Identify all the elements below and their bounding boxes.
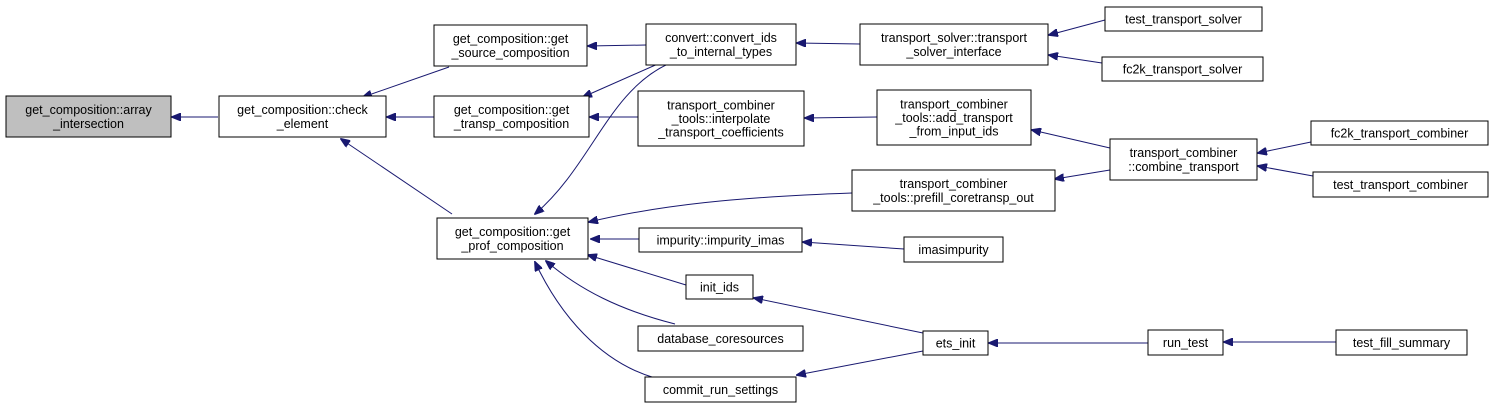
node-ets-init[interactable]: ets_init — [922, 330, 989, 356]
node-add-transport[interactable]: transport_combiner_tools::add_transport_… — [876, 89, 1032, 146]
node-label-line: _transport_coefficients — [657, 126, 784, 140]
node-label-line: ets_init — [936, 337, 976, 351]
node-label-line: convert::convert_ids — [665, 31, 777, 45]
node-get-transp-composition[interactable]: get_composition::get_transp_composition — [433, 95, 590, 138]
node-label-line: get_composition::array — [25, 103, 152, 117]
node-label-line: fc2k_transport_combiner — [1331, 127, 1469, 141]
node-combine-transport[interactable]: transport_combiner::combine_transport — [1109, 138, 1258, 181]
edge-combine_transport-to-add_transport — [1032, 130, 1111, 149]
edge-commit_run_settings-to-get_prof_composition — [535, 262, 656, 379]
node-label-line: _tools::add_transport — [894, 111, 1013, 125]
node-label-line: _source_composition — [450, 46, 569, 60]
node-label-line: impurity::impurity_imas — [657, 234, 785, 248]
node-label-line: imasimpurity — [918, 243, 989, 257]
edge-add_transport-to-interpolate — [805, 117, 878, 118]
edge-init_ids-to-get_prof_composition — [588, 255, 687, 286]
node-label-line: init_ids — [700, 281, 739, 295]
node-label-line: _tools::prefill_coretransp_out — [872, 191, 1034, 205]
edge-transport_solver_interface-to-convert_ids — [797, 43, 861, 44]
node-label-line: transport_combiner — [1130, 146, 1238, 160]
node-label-line: transport_solver::transport — [881, 31, 1027, 45]
node-label-line: fc2k_transport_solver — [1123, 63, 1243, 77]
node-array-intersection[interactable]: get_composition::array_intersection — [5, 95, 172, 138]
edge-convert_ids-to-get_source_composition — [588, 45, 647, 46]
node-label-line: get_composition::get — [454, 103, 570, 117]
node-label-line: _solver_interface — [905, 45, 1001, 59]
node-get-prof-composition[interactable]: get_composition::get_prof_composition — [436, 217, 589, 260]
node-test-fill-summary[interactable]: test_fill_summary — [1335, 329, 1468, 356]
edge-imasimpurity-to-impurity_imas — [803, 242, 905, 250]
node-test-transport-solver[interactable]: test_transport_solver — [1104, 6, 1263, 32]
node-label-line: _to_internal_types — [669, 45, 772, 59]
node-label-line: _from_input_ids — [909, 125, 999, 139]
edge-test_transport_combiner-to-combine_transport — [1258, 166, 1314, 177]
node-label-line: get_composition::get — [455, 225, 571, 239]
node-fc2k-transport-solver[interactable]: fc2k_transport_solver — [1101, 56, 1264, 82]
node-label-line: test_fill_summary — [1353, 336, 1451, 350]
edge-test_transport_solver-to-transport_solver_interface — [1049, 19, 1106, 35]
node-label-line: commit_run_settings — [663, 383, 778, 397]
node-label-line: _prof_composition — [460, 239, 563, 253]
edge-get_source_composition-to-check_element — [363, 66, 450, 97]
node-database-coresources[interactable]: database_coresources — [637, 325, 804, 352]
node-label-line: _transp_composition — [453, 117, 569, 131]
edge-convert_ids-to-get_prof_composition — [535, 63, 669, 214]
edge-combine_transport-to-prefill — [1055, 169, 1111, 179]
node-fc2k-transport-combiner[interactable]: fc2k_transport_combiner — [1310, 120, 1489, 146]
node-commit-run-settings[interactable]: commit_run_settings — [644, 376, 797, 403]
node-label-line: get_composition::check — [237, 103, 368, 117]
edge-ets_init-to-init_ids — [754, 298, 924, 334]
edge-database_coresources-to-get_prof_composition — [546, 261, 676, 325]
node-label-line: transport_combiner — [900, 97, 1008, 111]
node-convert-ids[interactable]: convert::convert_ids_to_internal_types — [645, 23, 797, 66]
node-check-element[interactable]: get_composition::check_element — [218, 95, 387, 138]
edge-ets_init-to-commit_run_settings — [797, 350, 924, 375]
node-label-line: transport_combiner — [667, 98, 775, 112]
node-impurity-imas[interactable]: impurity::impurity_imas — [638, 227, 803, 253]
node-get-source-composition[interactable]: get_composition::get_source_composition — [433, 24, 588, 67]
node-interpolate[interactable]: transport_combiner_tools::interpolate_tr… — [637, 90, 805, 147]
edge-fc2k_transport_solver-to-transport_solver_interface — [1049, 55, 1103, 64]
node-label-line: test_transport_solver — [1125, 13, 1242, 27]
node-label-line: test_transport_combiner — [1333, 178, 1468, 192]
edge-fc2k_transport_combiner-to-combine_transport — [1258, 141, 1312, 153]
edge-prefill-to-get_prof_composition — [589, 192, 853, 222]
node-label-line: _tools::interpolate — [671, 112, 771, 126]
node-label-line: get_composition::get — [453, 32, 569, 46]
edge-get_prof_composition-to-check_element — [341, 139, 453, 215]
node-label-line: transport_combiner — [900, 177, 1008, 191]
node-transport-solver-interface[interactable]: transport_solver::transport_solver_inter… — [859, 23, 1049, 66]
node-prefill[interactable]: transport_combiner_tools::prefill_coretr… — [851, 169, 1056, 212]
node-label-line: run_test — [1163, 336, 1209, 350]
edge-convert_ids-to-get_transp_composition — [583, 62, 661, 97]
node-label-line: database_coresources — [657, 332, 783, 346]
node-label-line: ::combine_transport — [1128, 160, 1239, 174]
node-run-test[interactable]: run_test — [1147, 329, 1224, 356]
node-label-line: _intersection — [52, 117, 124, 131]
node-label-line: _element — [276, 117, 329, 131]
edges — [172, 19, 1336, 379]
node-imasimpurity[interactable]: imasimpurity — [903, 236, 1004, 263]
node-init-ids[interactable]: init_ids — [685, 274, 754, 300]
node-test-transport-combiner[interactable]: test_transport_combiner — [1312, 171, 1489, 198]
